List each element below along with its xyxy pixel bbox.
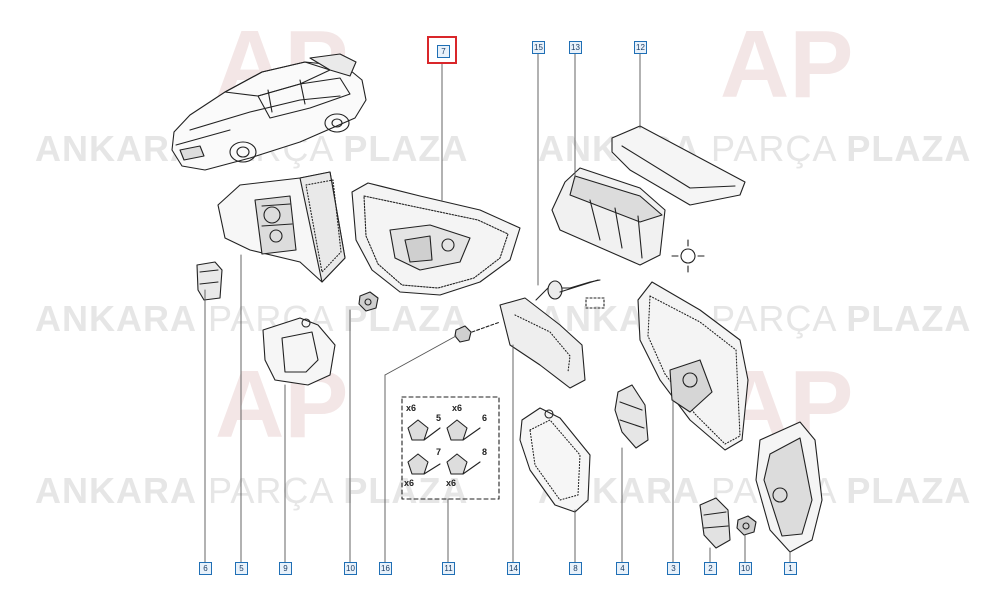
kit-part-5-label: 5	[436, 413, 442, 423]
callout-8[interactable]: 8	[569, 562, 582, 575]
part-6-drawing	[196, 261, 223, 301]
kit-part-6-label: 6	[482, 413, 488, 423]
callout-2[interactable]: 2	[704, 562, 717, 575]
part-13-drawing	[551, 167, 666, 266]
watermark-text: ANKARA PARÇA PLAZA	[538, 128, 972, 169]
callout-10[interactable]: 10	[344, 562, 357, 575]
part-8-drawing	[519, 407, 591, 513]
car-illustration	[171, 53, 367, 171]
watermark-logo: AP	[720, 11, 854, 118]
kit-fasteners	[407, 419, 481, 475]
part-10-drawing	[358, 291, 379, 312]
kit-11-box	[401, 396, 500, 500]
kit-part-8-label: 8	[482, 447, 488, 457]
callout-4[interactable]: 4	[616, 562, 629, 575]
part-4-drawing	[614, 384, 649, 449]
kit-qty-label: x6	[406, 403, 417, 413]
highlighted-callout-7[interactable]: 7	[427, 36, 457, 64]
part-1-drawing	[755, 421, 823, 553]
part-9-drawing	[262, 317, 336, 386]
callout-15[interactable]: 15	[532, 41, 545, 54]
callout-13[interactable]: 13	[569, 41, 582, 54]
watermark-text: ANKARA PARÇA PLAZA	[35, 470, 469, 511]
callout-16[interactable]: 16	[379, 562, 392, 575]
part-3-drawing	[637, 281, 749, 451]
kit-part-7-label: 7	[436, 447, 442, 457]
part-12-drawing	[611, 125, 746, 206]
callout-3[interactable]: 3	[667, 562, 680, 575]
part-10b-drawing	[736, 515, 757, 536]
part-16-drawing	[454, 325, 472, 343]
kit-qty-label: x6	[446, 478, 457, 488]
leader-lines	[204, 51, 791, 563]
part-14-drawing	[499, 297, 586, 389]
callout-9[interactable]: 9	[279, 562, 292, 575]
callout-12[interactable]: 12	[634, 41, 647, 54]
part-15-drawing	[535, 279, 605, 309]
kit-qty-label: x6	[452, 403, 463, 413]
callout-10b[interactable]: 10	[739, 562, 752, 575]
callout-5[interactable]: 5	[235, 562, 248, 575]
callout-6[interactable]: 6	[199, 562, 212, 575]
part-2-drawing	[699, 497, 731, 549]
callout-11[interactable]: 11	[442, 562, 455, 575]
part-5-drawing	[217, 171, 346, 283]
callout-14[interactable]: 14	[507, 562, 520, 575]
part-7-drawing	[351, 182, 521, 296]
callout-label-7: 7	[437, 45, 450, 58]
callout-1[interactable]: 1	[784, 562, 797, 575]
kit-qty-label: x6	[404, 478, 415, 488]
bulb-icon	[671, 239, 705, 273]
